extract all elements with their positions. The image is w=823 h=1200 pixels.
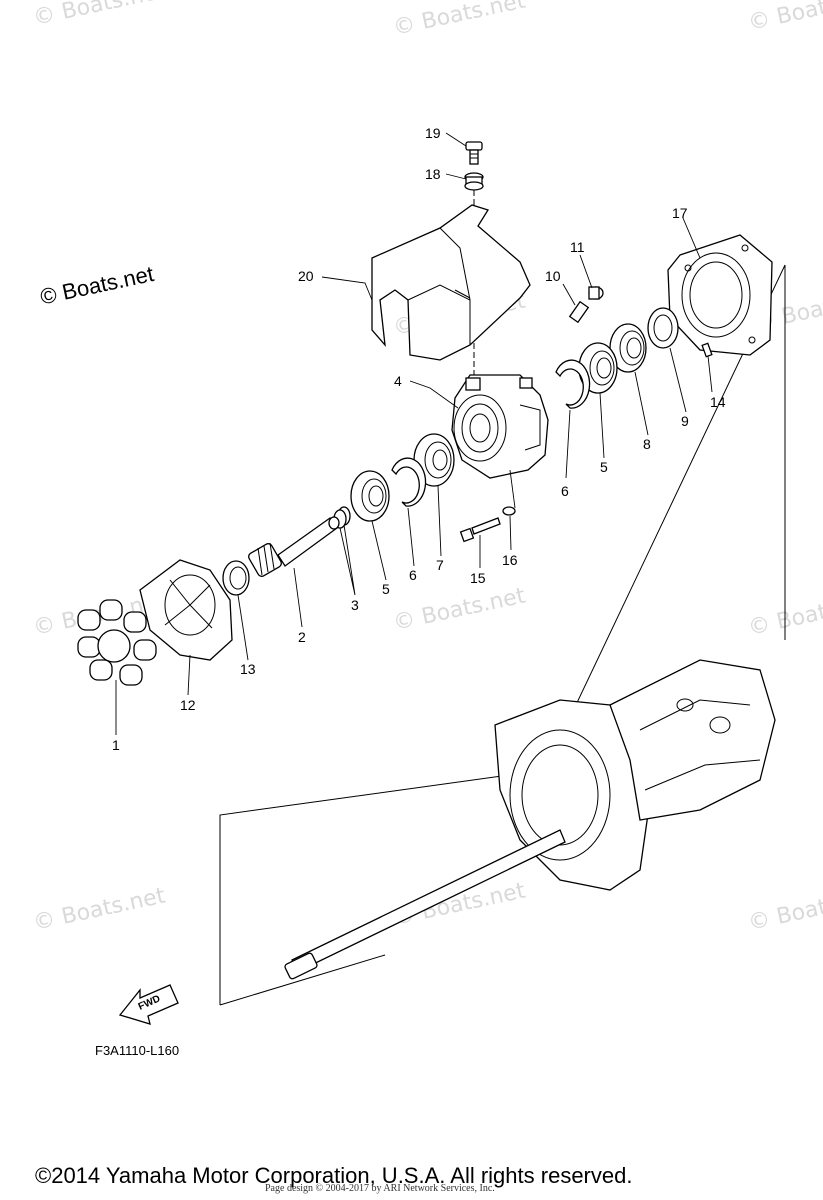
part-13-washer <box>222 560 250 596</box>
watermark: © Boats.net <box>391 583 528 635</box>
callout-12: 12 <box>180 697 196 713</box>
callout-9: 9 <box>681 413 689 429</box>
part-20-cover <box>371 204 531 361</box>
callout-6-lower: 6 <box>409 567 417 583</box>
part-6-circlip-lower <box>391 457 427 507</box>
callout-4: 4 <box>394 373 402 389</box>
page-design-credit: Page design © 2004-2017 by ARI Network S… <box>265 1183 495 1194</box>
watermark: © Boats.net <box>746 883 823 935</box>
diagram-code: F3A1110-L160 <box>95 1043 180 1058</box>
part-14-pin <box>701 342 713 358</box>
copyright-notice: ©2014 Yamaha Motor Corporation, U.S.A. A… <box>35 1163 633 1188</box>
part-driveshaft <box>284 829 566 980</box>
callout-13: 13 <box>240 661 256 677</box>
part-4-housing <box>451 374 549 479</box>
callout-19: 19 <box>425 125 441 141</box>
callout-7: 7 <box>436 557 444 573</box>
callout-18: 18 <box>425 166 441 182</box>
watermark: © Boats.net <box>391 0 528 41</box>
arrow-fwd-icon: FWD <box>118 984 179 1025</box>
callout-17: 17 <box>672 205 688 221</box>
part-10-nipple <box>568 300 590 324</box>
part-15-bolt <box>459 517 501 543</box>
part-12-coupler <box>139 559 233 661</box>
part-16-washer <box>502 506 516 516</box>
callout-1: 1 <box>112 737 120 753</box>
callout-labels: 19 18 20 11 10 17 14 9 8 5 6 4 7 6 5 3 2… <box>112 125 726 753</box>
callout-6-upper: 6 <box>561 483 569 499</box>
leader-lines <box>115 132 713 735</box>
part-9-seal <box>647 307 679 349</box>
callout-11: 11 <box>570 239 585 255</box>
callout-3: 3 <box>351 597 359 613</box>
callout-16: 16 <box>502 552 518 568</box>
callout-20: 20 <box>298 268 314 284</box>
callout-5-upper: 5 <box>600 459 608 475</box>
callout-8: 8 <box>643 436 651 452</box>
part-17-housing <box>667 234 773 356</box>
part-6-circlip-upper <box>555 359 591 409</box>
watermark: © Boats.net <box>746 0 823 36</box>
watermark: © Boats.net <box>31 0 168 31</box>
callout-10: 10 <box>545 268 561 284</box>
callout-5-lower: 5 <box>382 581 390 597</box>
part-5-bearing-lower <box>350 470 390 522</box>
part-2-shaft <box>248 516 340 577</box>
callout-2: 2 <box>298 629 306 645</box>
callout-15: 15 <box>470 570 486 586</box>
callout-14: 14 <box>710 394 726 410</box>
part-1-damper <box>77 599 157 686</box>
part-11-cap <box>588 286 604 300</box>
watermark: © Boats.net <box>31 883 168 935</box>
part-18-collar <box>464 172 484 191</box>
part-19-bolt <box>465 141 483 165</box>
